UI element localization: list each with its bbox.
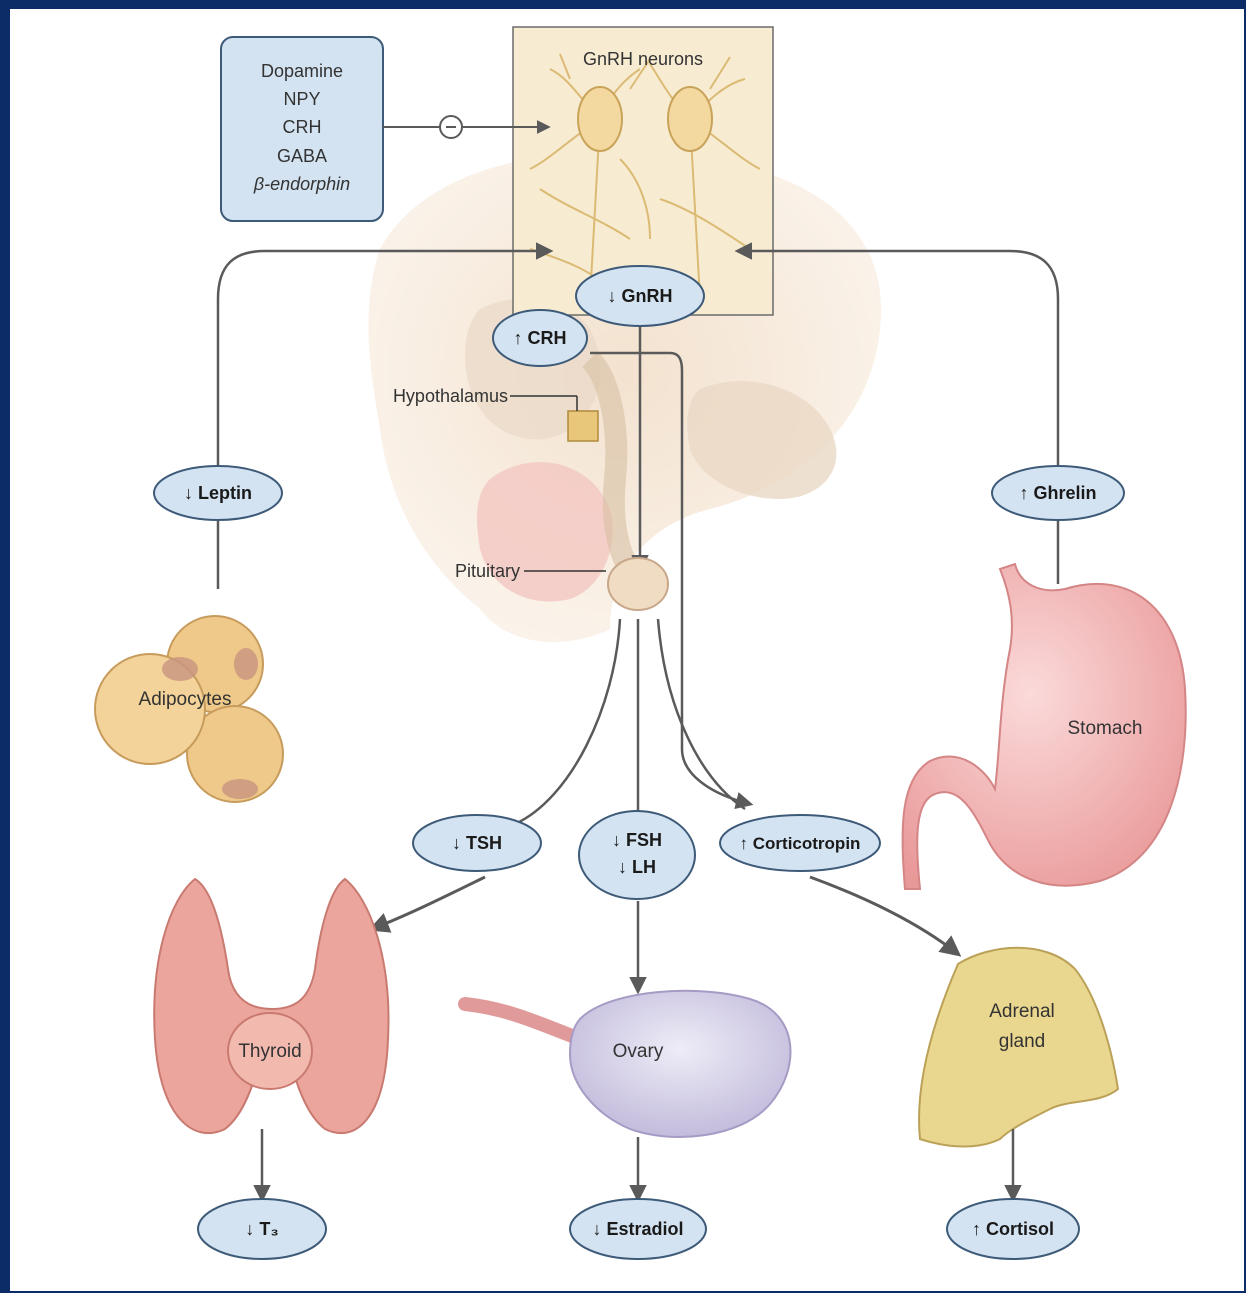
gnrh-neurons-label: GnRH neurons — [583, 49, 703, 69]
lh-label: ↓ LH — [618, 857, 656, 877]
t3-label: ↓ T₃ — [245, 1219, 278, 1239]
inhibitor-crh: CRH — [283, 117, 322, 137]
tsh-label: ↓ TSH — [452, 833, 502, 853]
cortisol-oval: ↑ Cortisol — [947, 1199, 1079, 1259]
crh-label: ↑ CRH — [514, 328, 567, 348]
adipocytes-label: Adipocytes — [139, 689, 232, 710]
t3-oval: ↓ T₃ — [198, 1199, 326, 1259]
fsh-lh-oval: ↓ FSH ↓ LH — [579, 811, 695, 899]
fsh-label: ↓ FSH — [612, 830, 662, 850]
adrenal-label-line1: Adrenal — [989, 1001, 1055, 1022]
hypothalamus-marker — [568, 411, 598, 441]
hypothalamus-label: Hypothalamus — [393, 386, 508, 406]
inhibitor-box: Dopamine NPY CRH GABA β-endorphin — [221, 37, 383, 221]
estradiol-label: ↓ Estradiol — [592, 1219, 683, 1239]
ghrelin-label: ↑ Ghrelin — [1019, 483, 1096, 503]
corticotropin-to-adrenal-arrow — [810, 877, 958, 954]
ghrelin-oval: ↑ Ghrelin — [992, 466, 1124, 520]
ovary-illustration: Ovary — [465, 991, 790, 1137]
pituitary-to-corticotropin-line — [658, 619, 745, 809]
leptin-label: ↓ Leptin — [184, 483, 252, 503]
inhibitor-npy: NPY — [283, 89, 320, 109]
tsh-to-thyroid-arrow — [372, 877, 485, 929]
crh-oval: ↑ CRH — [493, 310, 587, 366]
leptin-oval: ↓ Leptin — [154, 466, 282, 520]
corticotropin-oval: ↑ Corticotropin — [720, 815, 880, 871]
cortisol-label: ↑ Cortisol — [972, 1219, 1054, 1239]
thyroid-label: Thyroid — [238, 1041, 301, 1062]
estradiol-oval: ↓ Estradiol — [570, 1199, 706, 1259]
adrenal-illustration: Adrenal gland — [919, 948, 1118, 1147]
pituitary-label: Pituitary — [455, 561, 520, 581]
stomach-label: Stomach — [1068, 718, 1143, 739]
ovary-label: Ovary — [613, 1041, 664, 1062]
tsh-oval: ↓ TSH — [413, 815, 541, 871]
inhibitor-beta-endorphin: β-endorphin — [253, 174, 350, 194]
inhibitor-gaba: GABA — [277, 146, 327, 166]
pituitary-to-tsh-line — [515, 619, 620, 824]
adrenal-label-line2: gland — [999, 1031, 1046, 1052]
gnrh-oval: ↓ GnRH — [576, 266, 704, 326]
stomach-illustration: Stomach — [903, 564, 1186, 889]
diagram-svg: GnRH neurons Dopamine NPY CRH GABA β-end… — [10, 9, 1244, 1291]
adipocytes-illustration: Adipocytes — [95, 616, 283, 802]
gnrh-label: ↓ GnRH — [608, 286, 673, 306]
diagram-canvas: GnRH neurons Dopamine NPY CRH GABA β-end… — [10, 9, 1244, 1291]
corticotropin-label: ↑ Corticotropin — [740, 834, 861, 853]
inhibitor-dopamine: Dopamine — [261, 61, 343, 81]
pituitary-gland — [608, 558, 668, 610]
thyroid-illustration: Thyroid — [154, 879, 388, 1133]
